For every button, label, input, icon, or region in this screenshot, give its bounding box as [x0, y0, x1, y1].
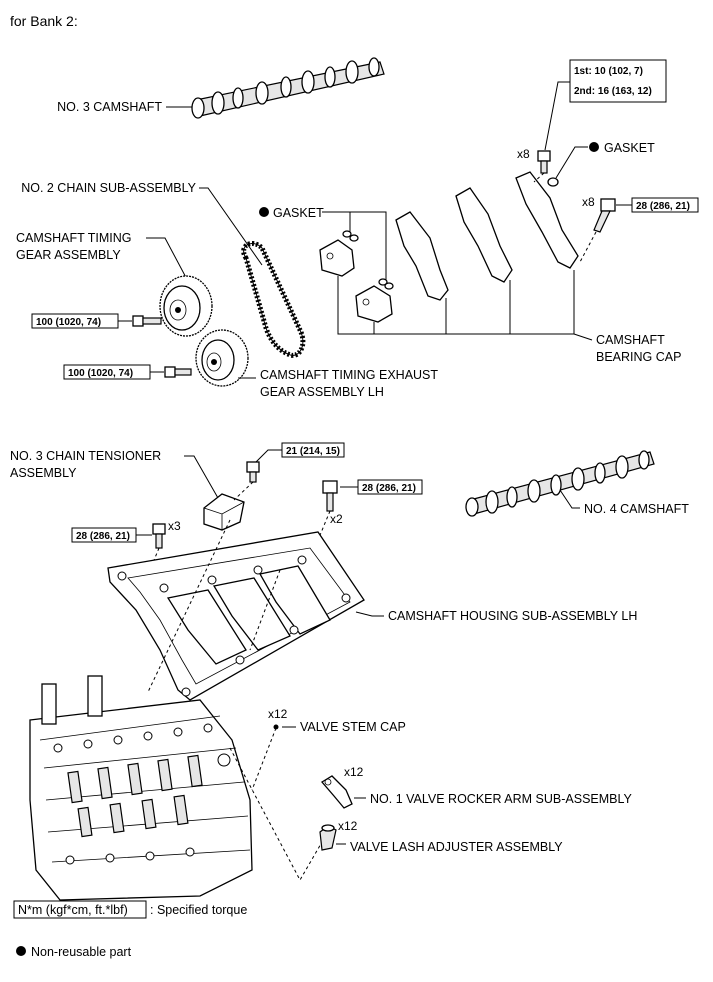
- legend-torque: N*m (kgf*cm, ft.*lbf) : Specified torque: [13, 900, 247, 919]
- torque-bearing-cap-side: 28 (286, 21): [631, 197, 699, 213]
- label-no3-tensioner-2: ASSEMBLY: [10, 466, 77, 480]
- svg-text:2nd: 16 (163, 12): 2nd: 16 (163, 12): [574, 86, 652, 97]
- nonreusable-dot-icon-2: [589, 142, 599, 152]
- svg-text:21 (214, 15): 21 (214, 15): [286, 446, 340, 457]
- count-housing-right: x2: [330, 512, 343, 526]
- no3-camshaft-drawing: [191, 57, 385, 119]
- timing-gear-bolt-icon: [132, 315, 162, 327]
- nonreusable-dot-icon: [259, 207, 269, 217]
- svg-text:28 (286, 21): 28 (286, 21): [636, 201, 690, 212]
- label-valve-stem-cap: VALVE STEM CAP: [300, 720, 406, 734]
- count-bearing-cap-side: x8: [582, 195, 595, 209]
- housing-left-bolt-icon: [152, 523, 166, 549]
- no3-tensioner-drawing: [203, 493, 245, 531]
- no2-chain-drawing: [241, 241, 306, 358]
- label-no2-chain: NO. 2 CHAIN SUB-ASSEMBLY: [21, 181, 196, 195]
- lash-adjuster-icon: [319, 824, 337, 851]
- label-housing: CAMSHAFT HOUSING SUB-ASSEMBLY LH: [388, 609, 637, 623]
- svg-text:Non-reusable part: Non-reusable part: [31, 945, 132, 959]
- svg-text:28 (286, 21): 28 (286, 21): [362, 483, 416, 494]
- no4-camshaft-drawing: [465, 450, 655, 517]
- count-lash-adjuster: x12: [338, 819, 358, 833]
- valve-stem-cap-icon: [273, 724, 279, 730]
- bearing-cap-bolt-icon: [537, 150, 551, 174]
- page-title: for Bank 2:: [10, 13, 78, 29]
- svg-text:: Specified torque: : Specified torque: [150, 903, 247, 917]
- torque-housing-left: 28 (286, 21): [71, 527, 137, 543]
- label-cam-timing-exhaust-1: CAMSHAFT TIMING EXHAUST: [260, 368, 438, 382]
- bearing-caps-drawing: [319, 171, 579, 323]
- label-rocker-arm: NO. 1 VALVE ROCKER ARM SUB-ASSEMBLY: [370, 792, 633, 806]
- tensioner-bolt-icon: [246, 461, 260, 483]
- count-valve-stem-cap: x12: [268, 707, 288, 721]
- label-no3-camshaft: NO. 3 CAMSHAFT: [57, 100, 162, 114]
- torque-exhaust-gear: 100 (1020, 74): [63, 364, 151, 380]
- nonreusable-legend-dot-icon: [16, 946, 26, 956]
- rocker-arm-icon: [321, 775, 353, 809]
- svg-text:N*m (kgf*cm, ft.*lbf): N*m (kgf*cm, ft.*lbf): [18, 903, 128, 917]
- cam-timing-exhaust-gear-drawing: [195, 329, 249, 387]
- legend-nonreusable: Non-reusable part: [16, 945, 132, 959]
- svg-text:1st: 10 (102, 7): 1st: 10 (102, 7): [574, 66, 643, 77]
- torque-timing-gear: 100 (1020, 74): [31, 313, 119, 329]
- count-rocker-arm: x12: [344, 765, 364, 779]
- svg-text:100 (1020, 74): 100 (1020, 74): [36, 317, 101, 328]
- label-lash-adjuster: VALVE LASH ADJUSTER ASSEMBLY: [350, 840, 563, 854]
- torque-bearing-cap-stages: 1st: 10 (102, 7) 2nd: 16 (163, 12): [569, 59, 667, 103]
- bearing-cap-side-bolt-icon: [593, 198, 616, 233]
- housing-right-bolt-icon: [322, 480, 338, 512]
- torque-housing-right: 28 (286, 21): [357, 479, 423, 495]
- count-housing-left: x3: [168, 519, 181, 533]
- exhaust-gear-bolt-icon: [164, 366, 192, 378]
- label-gasket-left: GASKET: [273, 206, 324, 220]
- label-no4-camshaft: NO. 4 CAMSHAFT: [584, 502, 689, 516]
- gasket-rings-icon: [342, 230, 394, 290]
- torque-tensioner: 21 (214, 15): [281, 442, 345, 458]
- label-no3-tensioner-1: NO. 3 CHAIN TENSIONER: [10, 449, 161, 463]
- svg-text:100 (1020, 74): 100 (1020, 74): [68, 368, 133, 379]
- gasket-ring-right-icon: [547, 177, 559, 187]
- svg-text:28 (286, 21): 28 (286, 21): [76, 531, 130, 542]
- count-bearing-cap-top: x8: [517, 147, 530, 161]
- cylinder-head-drawing: [29, 675, 253, 901]
- label-gasket-right: GASKET: [604, 141, 655, 155]
- label-cam-timing-gear-1: CAMSHAFT TIMING: [16, 231, 132, 245]
- camshaft-housing-drawing: [107, 531, 365, 701]
- label-bearing-cap-2: BEARING CAP: [596, 350, 681, 364]
- cam-timing-gear-drawing: [159, 275, 213, 337]
- label-bearing-cap-1: CAMSHAFT: [596, 333, 665, 347]
- label-cam-timing-gear-2: GEAR ASSEMBLY: [16, 248, 121, 262]
- label-cam-timing-exhaust-2: GEAR ASSEMBLY LH: [260, 385, 384, 399]
